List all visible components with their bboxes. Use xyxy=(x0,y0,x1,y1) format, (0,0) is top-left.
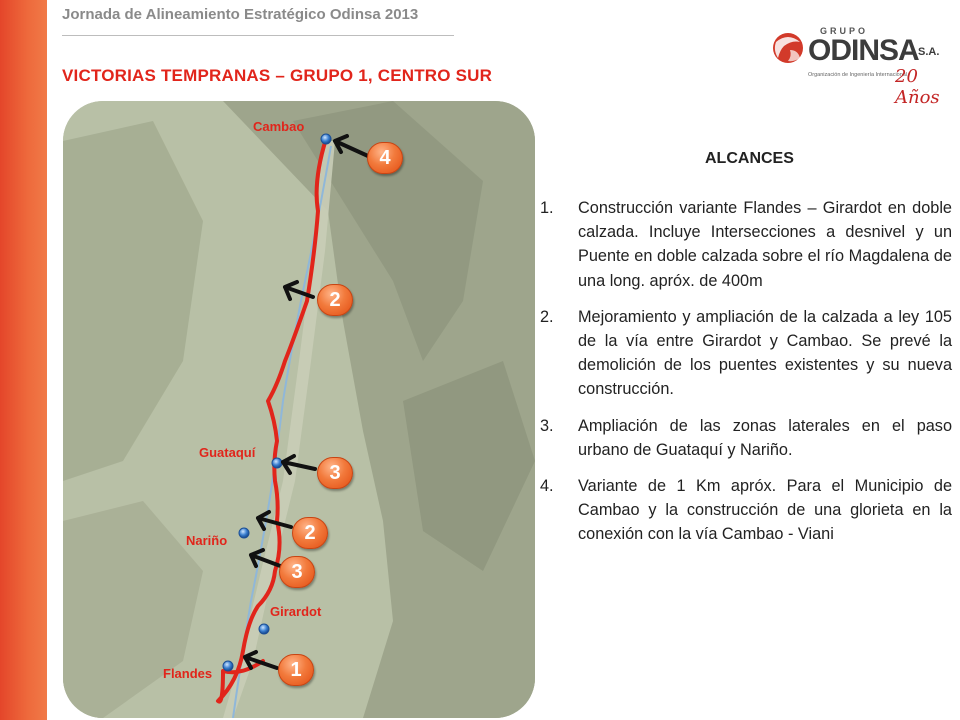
arrow-3a xyxy=(281,454,317,475)
logo-subtitle: Organización de Ingeniería Internacional xyxy=(808,72,908,78)
badge-2-top: 2 xyxy=(317,284,353,316)
arrow-1 xyxy=(243,650,279,670)
route-map: Cambao Guataquí Nariño Girardot Flandes … xyxy=(63,101,535,718)
odinsa-logo: GRUPO ODINSA S.A. Organización de Ingeni… xyxy=(770,20,945,108)
alcance-item: 3. Ampliación de las zonas laterales en … xyxy=(540,414,952,462)
arrow-2a xyxy=(283,280,315,301)
arrow-2b xyxy=(256,510,293,531)
place-label-flandes: Flandes xyxy=(163,666,213,681)
alcance-item: 1. Construcción variante Flandes – Girar… xyxy=(540,196,952,293)
logo-anniversary: 20 Años xyxy=(895,66,940,108)
globe-logo-icon xyxy=(773,33,803,63)
logo-name: ODINSA xyxy=(808,34,920,67)
alcance-number: 4. xyxy=(540,477,554,496)
alcance-text: Construcción variante Flandes – Girardot… xyxy=(578,199,952,290)
header-divider xyxy=(62,35,454,36)
alcance-text: Ampliación de las zonas laterales en el … xyxy=(578,416,952,459)
alcances-list: 1. Construcción variante Flandes – Girar… xyxy=(540,196,952,559)
arrow-3b xyxy=(249,548,285,569)
place-label-girardot: Girardot xyxy=(270,604,322,619)
logo-grupo: GRUPO xyxy=(820,26,869,36)
place-label-narino: Nariño xyxy=(186,533,228,548)
badge-1: 1 xyxy=(278,654,314,686)
map-pin-narino xyxy=(238,527,250,539)
map-pin-cambao xyxy=(320,133,332,145)
alcance-text: Mejoramiento y ampliación de la calzada … xyxy=(578,307,952,399)
alcance-item: 4. Variante de 1 Km apróx. Para el Munic… xyxy=(540,474,952,547)
alcance-number: 2. xyxy=(540,307,554,326)
terrain-map xyxy=(63,101,535,718)
alcance-text: Variante de 1 Km apróx. Para el Municipi… xyxy=(578,477,952,544)
map-pin-flandes xyxy=(222,660,234,672)
badge-3-bottom: 3 xyxy=(279,556,315,588)
alcance-number: 3. xyxy=(540,416,554,435)
event-title: Jornada de Alineamiento Estratégico Odin… xyxy=(62,6,419,23)
alcances-title: ALCANCES xyxy=(705,150,794,167)
badge-3-top: 3 xyxy=(317,457,353,489)
slide-title: VICTORIAS TEMPRANAS – GRUPO 1, CENTRO SU… xyxy=(62,66,493,85)
logo-suffix: S.A. xyxy=(918,46,940,58)
alcance-number: 1. xyxy=(540,199,554,217)
map-pin-guataqui xyxy=(271,457,283,469)
badge-2-bottom: 2 xyxy=(292,517,328,549)
route-line xyxy=(216,137,328,704)
alcance-item: 2. Mejoramiento y ampliación de la calza… xyxy=(540,305,952,402)
place-label-cambao: Cambao xyxy=(253,119,305,134)
map-pin-girardot xyxy=(258,623,270,635)
side-accent-bar xyxy=(0,0,47,720)
place-label-guataqui: Guataquí xyxy=(199,445,256,460)
arrow-4 xyxy=(333,134,370,158)
badge-4: 4 xyxy=(367,142,403,174)
